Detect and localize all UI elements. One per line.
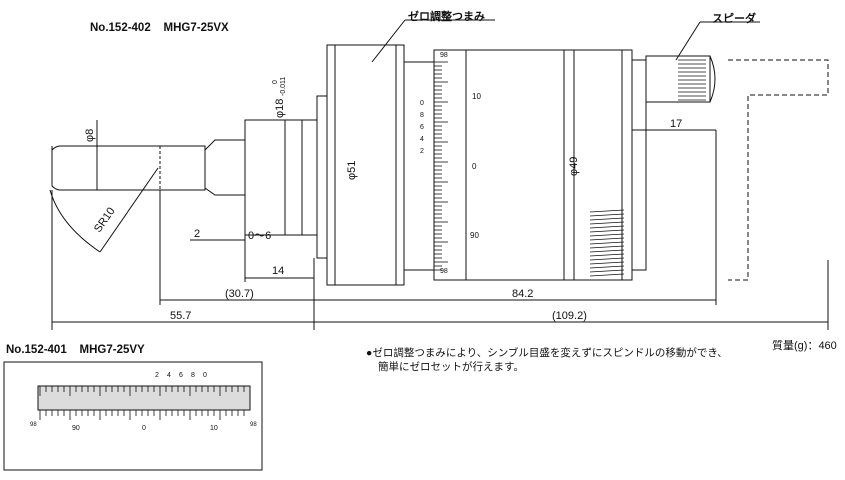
grip-knurl [589,209,625,213]
grip-knurl [589,261,625,265]
scale-bottom-edge-right: 98 [250,422,257,428]
scale-bottom-lower: 0 [142,425,146,432]
bottom-model-number: No.152-401 [6,344,67,356]
zero-adjust-knob [326,44,405,286]
scale-bottom-upper: 6 [179,372,183,379]
scale-top-tick: 98 [440,268,448,275]
grip-knurl [589,225,625,229]
grip-knurl [589,253,625,257]
grip-knurl [589,265,625,269]
grip-knurl [589,233,625,237]
grip-knurl [589,237,625,241]
zero-knob-callout: ゼロ調整つまみ [408,11,485,23]
thimble [433,49,565,281]
grip-knurl [589,217,625,221]
phi51-label: φ51 [346,160,358,180]
speeder-knob [645,55,711,103]
scale-top-tick: 0 [472,162,477,171]
sr10-arc [49,189,101,253]
grip-knurl [589,249,625,253]
ratchet-outline [728,59,829,281]
phi18-tol-upper: 0 [272,80,279,84]
scale-bottom-upper: 2 [155,372,159,379]
scale-top-tick: 90 [470,231,479,240]
bottom-model-name: MHG7-25VY [79,344,145,356]
range-label: 0〜6 [248,230,272,242]
scale-bottom-lower: 90 [72,425,80,432]
dim-2-label: 2 [194,228,201,240]
feature-note-line-2: 簡単にゼロセットが行えます。 [378,361,524,373]
speeder-callout: スピーダ [712,13,756,25]
dim-84-2-label: 84.2 [512,288,534,300]
top-model-name: MHG7-25VX [163,22,229,34]
scale-top-tick: 98 [440,52,448,59]
dim-30-7-label: (30.7) [225,288,254,300]
feature-note-line-1: ●ゼロ調整つまみにより、シンブル目盛を変えずにスピンドルの移動ができ、 [366,347,728,359]
scale-top-tick: 8 [420,112,424,119]
scale-bottom-lower: 10 [210,425,218,432]
phi8-label: φ8 [84,128,96,142]
thimble-detail-frame [3,361,263,471]
grip-knurl [589,245,625,249]
dim-55-7-label: 55.7 [170,310,192,322]
scale-top-tick: 4 [420,136,424,143]
phi18-label: φ18 [274,98,286,118]
dim-14-label: 14 [272,265,285,277]
grip-knurl [589,273,625,277]
grip-knurl [589,213,625,217]
dim-109-2-label: (109.2) [552,310,587,322]
scale-top-tick: 2 [420,148,424,155]
grip-knurl [589,257,625,261]
scale-bottom-upper: 4 [167,372,171,379]
scale-bottom-upper: 0 [203,372,207,379]
grip-knurl [589,269,625,273]
dim-17-label: 17 [670,118,683,130]
top-model-number: No.152-402 [90,22,151,34]
spindle [51,145,206,191]
scale-top-tick: 10 [472,92,481,101]
scale-top-tick: 0 [420,100,424,107]
sleeve-body [244,119,318,236]
collar [204,139,246,196]
mass-label: 質量(g)：460 [772,340,837,352]
scale-top-tick: 6 [420,124,424,131]
grip-knurl [589,221,625,225]
phi18-tol-lower: -0.011 [280,76,287,96]
scale-bottom-edge-left: 98 [30,422,37,428]
grip-knurl [589,241,625,245]
grip-knurl [589,229,625,233]
phi49-label: φ49 [568,156,580,176]
scale-bottom-upper: 8 [191,372,195,379]
